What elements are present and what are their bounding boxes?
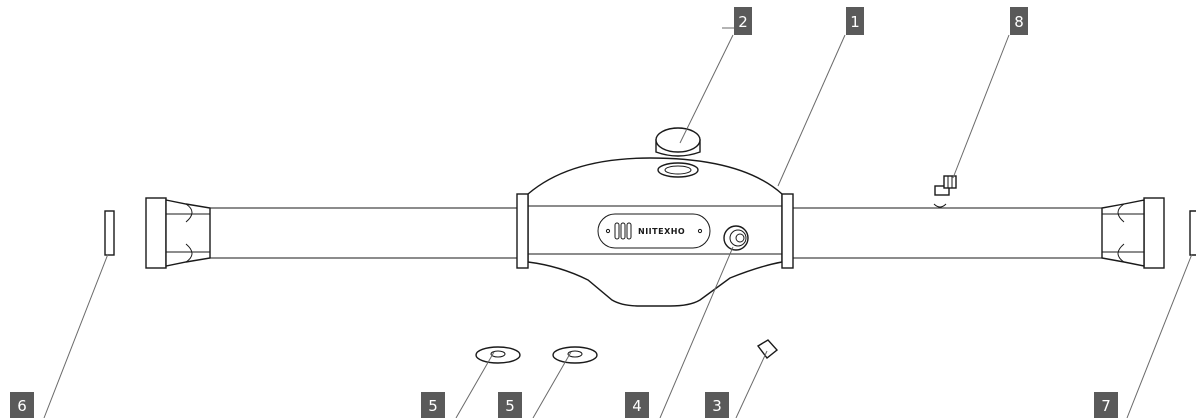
- meter-body: NIITEXHO: [516, 157, 794, 307]
- washer-2: [552, 346, 598, 364]
- washer-1: [475, 346, 521, 364]
- left-gasket: [104, 210, 115, 256]
- callout-6-label: 6: [17, 397, 27, 415]
- callout-2: 2: [734, 7, 752, 35]
- callout-5a-label: 5: [428, 397, 438, 415]
- elbow-fitting: [933, 175, 957, 208]
- callout-8: 8: [1010, 7, 1028, 35]
- callout-3: 3: [705, 392, 729, 418]
- callout-4: 4: [625, 392, 649, 418]
- callout-4-label: 4: [632, 397, 642, 415]
- callout-1: 1: [846, 7, 864, 35]
- leader-lines: [43, 27, 1193, 418]
- top-cap: [655, 127, 701, 178]
- brand-label: NIITEXHO: [638, 227, 685, 236]
- main-pipe: [210, 207, 1102, 259]
- callout-5a: 5: [421, 392, 445, 418]
- callout-7-label: 7: [1101, 397, 1111, 415]
- callout-6: 6: [10, 392, 34, 418]
- callout-5b: 5: [498, 392, 522, 418]
- callout-5b-label: 5: [505, 397, 515, 415]
- callout-2-label: 2: [738, 13, 748, 31]
- small-seal: [756, 339, 779, 359]
- callout-1-label: 1: [850, 13, 860, 31]
- right-union-nut: [1101, 197, 1165, 269]
- callout-7: 7: [1094, 392, 1118, 418]
- drain-plug: [723, 225, 749, 251]
- right-gasket: [1189, 210, 1196, 256]
- callout-3-label: 3: [712, 397, 722, 415]
- callout-8-label: 8: [1014, 13, 1024, 31]
- left-union-nut: [145, 197, 211, 269]
